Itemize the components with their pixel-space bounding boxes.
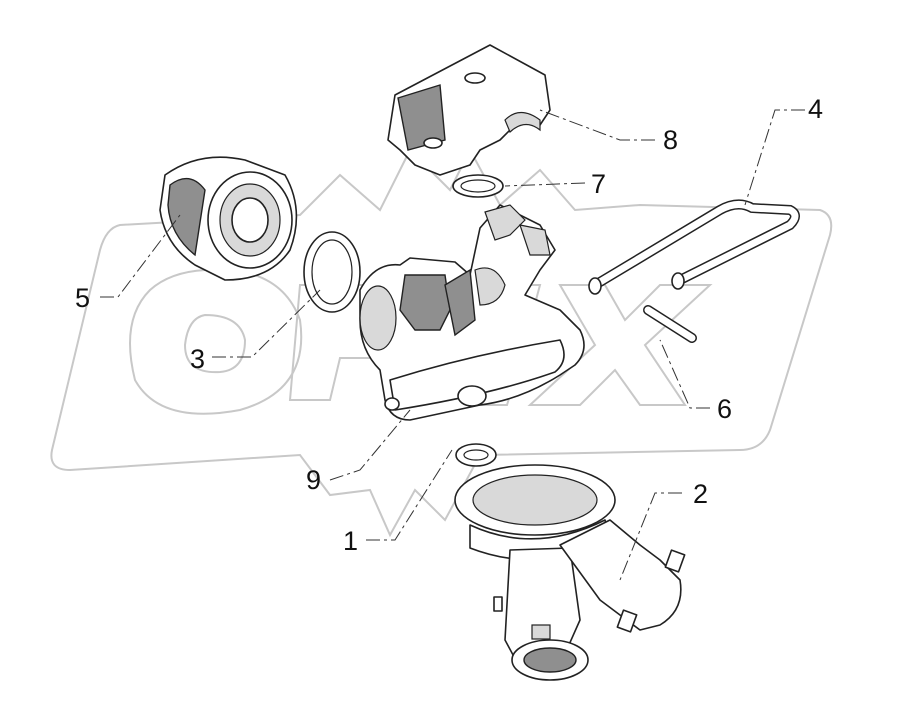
leader-8 xyxy=(539,109,655,141)
leader-3 xyxy=(212,289,321,358)
part-2-spray-tee xyxy=(454,464,686,681)
callout-3: 3 xyxy=(190,344,205,374)
leader-9 xyxy=(329,409,411,481)
leader-5 xyxy=(100,214,181,298)
leader-2 xyxy=(619,492,682,581)
leader-4 xyxy=(744,109,805,206)
part-5-cap-nut xyxy=(159,156,298,281)
leader-lines xyxy=(100,109,805,581)
watermark-band xyxy=(50,147,833,538)
callout-8: 8 xyxy=(663,125,678,155)
leader-7 xyxy=(504,182,586,187)
leader-6 xyxy=(659,339,710,409)
callout-6: 6 xyxy=(717,394,732,424)
leader-1 xyxy=(366,449,453,541)
part-1-o-ring xyxy=(455,443,497,467)
part-6-pin xyxy=(643,305,697,343)
callout-1: 1 xyxy=(343,526,358,556)
callout-2: 2 xyxy=(693,479,708,509)
part-4-u-pin xyxy=(588,199,800,295)
callout-labels: 1 2 3 4 5 6 7 8 9 xyxy=(75,94,823,556)
callout-5: 5 xyxy=(75,283,90,313)
watermark-label: OPEX xyxy=(439,329,442,331)
part-8-clamp-block xyxy=(387,44,551,176)
callout-9: 9 xyxy=(306,465,321,495)
callout-7: 7 xyxy=(591,169,606,199)
callout-4: 4 xyxy=(808,94,823,124)
part-3-seal-ring xyxy=(303,231,361,313)
part-7-o-ring xyxy=(452,174,504,198)
part-9-valve-body xyxy=(359,204,585,421)
